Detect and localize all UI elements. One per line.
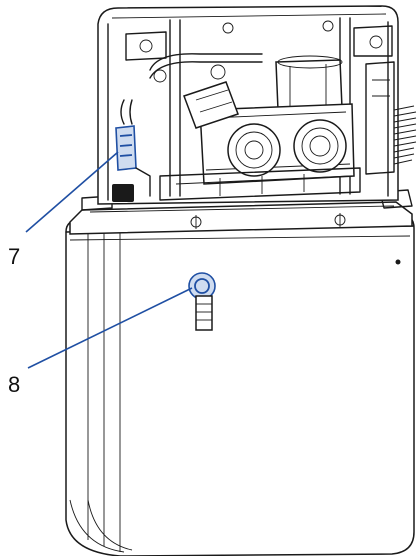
valve-assembly: [149, 53, 361, 201]
callout-label-8: 8: [8, 372, 20, 397]
tank-body: [65, 213, 415, 556]
component-8-drain-fitting: [188, 272, 216, 331]
leader-line-8: [27, 287, 193, 369]
callout-8: 8: [8, 287, 193, 397]
leader-line-7: [25, 151, 119, 233]
component-7-connector: [112, 99, 151, 202]
cooling-fins: [365, 61, 417, 175]
callout-7: 7: [8, 151, 119, 269]
tank-lid-rim: [69, 189, 413, 235]
callout-label-7: 7: [8, 244, 20, 269]
